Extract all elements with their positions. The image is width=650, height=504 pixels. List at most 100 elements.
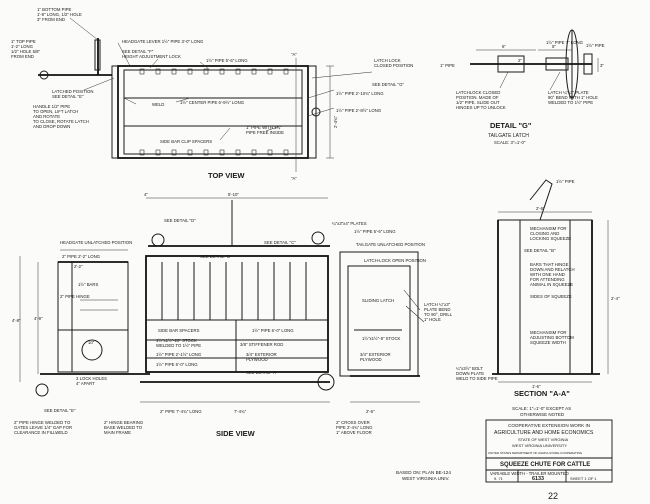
label: 2" CROSS OVER xyxy=(336,420,370,425)
label: TO 90°, DRILL xyxy=(424,312,453,317)
label: TAILGATE UNLATCHED POSITION xyxy=(356,242,425,247)
label: 1½" PIPE 7" LONG xyxy=(546,40,584,45)
label: 3/4" EXTERIOR xyxy=(360,352,391,357)
label: SEE DETAIL "D" xyxy=(164,218,196,223)
label: 1" PIPE xyxy=(440,63,455,68)
label: ¼"x3"x4" PLATES xyxy=(332,221,367,226)
title-block-line: AGRICULTURE AND HOME ECONOMICS xyxy=(494,430,594,436)
label: DOWN PLATE xyxy=(456,371,484,376)
page-number: 22 xyxy=(548,491,558,501)
title-block xyxy=(485,419,613,483)
label: SEE DETAIL "A" xyxy=(246,370,278,375)
label: 1½" CENTER PIPE 6'-9½" LONG xyxy=(180,100,245,105)
title-block-number: 6133 xyxy=(532,476,544,482)
side-view-title: SIDE VIEW xyxy=(216,429,256,438)
label: HEADGATE LEVER 1½" PIPE 3'-0" LONG xyxy=(122,39,204,44)
label: PLYWOOD xyxy=(246,357,268,362)
based-on: BASED ON: PLAN BE-124 xyxy=(396,470,451,475)
label: 1½" PIPE 6'-0" LONG xyxy=(252,328,294,333)
label: SEE DETAIL "E" xyxy=(52,94,84,99)
label: 4'-8" xyxy=(12,318,21,323)
label: ANIMAL IN SQUEEZE xyxy=(530,282,573,287)
label: BASE WELDED TO xyxy=(104,425,143,430)
label: 1'-6" xyxy=(532,384,541,389)
label: 2'-6" xyxy=(366,409,375,414)
label: WELDED TO 1½" PIPE xyxy=(548,100,593,105)
label: 2'-4" xyxy=(611,296,620,301)
label: SEE DETAIL "F" xyxy=(122,49,154,54)
label: MECHANISM FOR xyxy=(530,330,567,335)
label: ADJUSTING BOTTOM xyxy=(530,335,574,340)
title-block-line: COOPERATIVE EXTENSION WORK IN xyxy=(508,423,590,428)
label: 6" xyxy=(502,44,506,49)
label: BARS THAT HINGE xyxy=(530,262,569,267)
label: 1" ABOVE FLOOR xyxy=(336,430,372,435)
label: MECHANISM FOR xyxy=(530,226,567,231)
label: PIPE 2'-4¾" LONG xyxy=(336,425,373,430)
label: LATCH LOCK xyxy=(374,58,401,63)
detail-g-title: DETAIL "G" xyxy=(490,121,532,130)
label: PLATE BEND xyxy=(424,307,450,312)
label: 5'-10" xyxy=(228,192,239,197)
label: SQUEEZE WIDTH xyxy=(530,340,566,345)
top-view-labels: 1" BOTTOM PIPE 1'-8" LONG, 1/2" HOLE 3" … xyxy=(11,7,413,181)
label: 3" xyxy=(600,63,604,68)
label: 3 LOCK HOLES xyxy=(76,376,107,381)
label: DOWN AND RELATCH xyxy=(530,267,575,272)
label: 1/2" HOLE 5/8" xyxy=(11,49,41,54)
label: SEE DETAIL "E" xyxy=(44,408,76,413)
label: SIDE BAR SPACERS xyxy=(158,328,200,333)
label: 2" PIPE HINGE WELDED TO xyxy=(14,420,71,425)
based-on: WEST VIRGINIA UNIV. xyxy=(402,476,450,481)
section-aa-labels: 1½" PIPE 2'-6" MECHANISM FOR CLOSING AND… xyxy=(456,179,620,389)
label: "A" xyxy=(291,52,297,57)
label: 2" HINGE BEARING xyxy=(104,420,144,425)
label: HEADGATE UNLATCHED POSITION xyxy=(60,240,132,245)
label: POSITION. MADE OF xyxy=(456,95,499,100)
label: FOR ATTENDING xyxy=(530,277,565,282)
label: MAIN FRAME xyxy=(104,430,131,435)
label: LATCH ¼"x3" xyxy=(424,302,451,307)
title-block-line: UNITED STATES DEPARTMENT OF AGRICULTURE … xyxy=(488,451,583,455)
label: 4'-9" xyxy=(34,316,43,321)
label: SLIDING LATCH xyxy=(362,298,394,303)
label: 1½" PIPE xyxy=(586,43,605,48)
label: 1'-8" LONG, 1/2" HOLE xyxy=(37,12,82,17)
label: PIPE FREE INSIDE xyxy=(246,130,284,135)
title-block-subtitle: VARIABLE WIDTH - TRAILER MOUNTED xyxy=(490,471,569,476)
label: SIDES OF SQUEEZE xyxy=(530,294,572,299)
title-block-text: COOPERATIVE EXTENSION WORK IN AGRICULTUR… xyxy=(488,423,597,482)
label: 3/8" STIFFENER ROD xyxy=(240,342,283,347)
label: 1½" PIPE 2'-10¾" LONG xyxy=(336,91,384,96)
label: 1/2" PIPE. SLIDE OUT xyxy=(456,100,500,105)
label: 1½" PIPE 6'-0" LONG xyxy=(156,362,198,367)
label: CLEARANCE IN FILLWELD xyxy=(14,430,68,435)
label: 2'-4¾" xyxy=(333,115,338,128)
scale-note: SCALE: 1"=1'-0" EXCEPT AS xyxy=(512,406,571,411)
label: 1½" PIPE 5'-6" LONG xyxy=(206,58,248,63)
label: 1" TOP PIPE xyxy=(11,39,36,44)
label: 3" FROM END xyxy=(37,17,65,22)
label: 1½" BARS xyxy=(78,282,99,287)
label: 1½" PIPE 2'-8½" LONG xyxy=(336,108,382,113)
detail-g-subtitle: TAILGATE LATCH xyxy=(488,133,529,139)
label: LATCHED POSITION xyxy=(52,89,93,94)
title-block-title: SQUEEZE CHUTE FOR CATTLE xyxy=(500,462,590,468)
label: 2" xyxy=(518,58,522,63)
label: LATCH ¼"x3" PLATE xyxy=(548,90,589,95)
detail-g-scale: SCALE: 3"=1'-0" xyxy=(494,140,526,145)
section-aa xyxy=(492,179,609,383)
detail-g-labels: 1" PIPE 1½" PIPE 1½" PIPE 7" LONG 6" 5" … xyxy=(440,40,605,110)
label: 7'-4¾" xyxy=(234,409,247,414)
label: LATCH-LOCK OPEN POSITION xyxy=(364,258,426,263)
label: SEE DETAIL "G" xyxy=(372,82,404,87)
detail-g xyxy=(470,29,599,100)
label: 10" xyxy=(88,340,95,345)
label: 90° BEND WITH 1" HOLE xyxy=(548,95,598,100)
label: "A" xyxy=(291,176,297,181)
label: AND DROP DOWN xyxy=(33,124,70,129)
scale-note: OTHERWISE NOTED xyxy=(520,412,565,417)
label: 4" APART xyxy=(76,381,95,386)
label: GATES LEAVE 1/4" GAP FOR xyxy=(14,425,72,430)
label: TO CLOSE, ROTATE LATCH xyxy=(33,119,89,124)
